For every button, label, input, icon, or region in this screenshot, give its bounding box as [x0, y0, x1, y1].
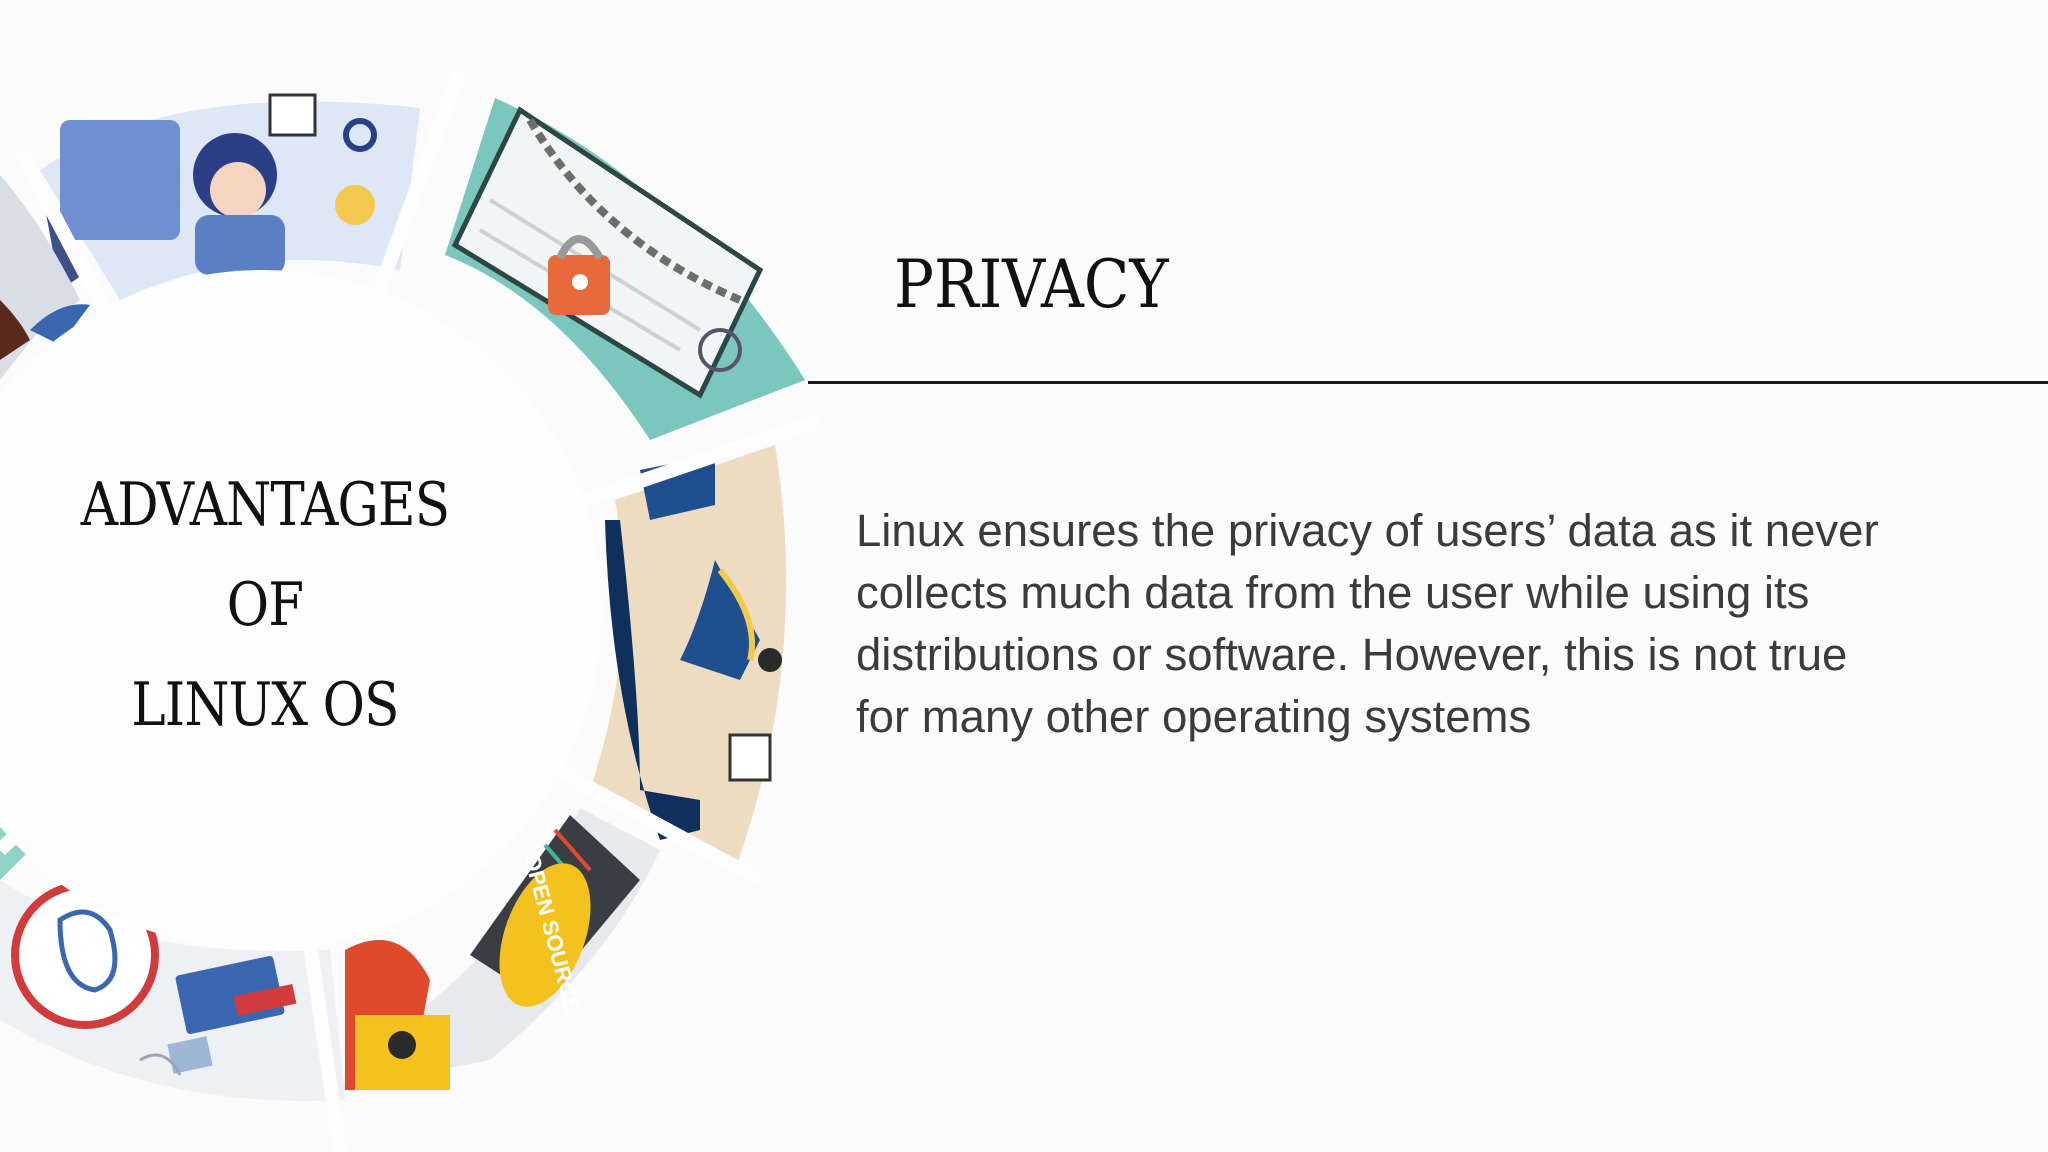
wheel-title: ADVANTAGES OF LINUX OS	[63, 455, 467, 755]
wheel-center	[0, 270, 602, 950]
open-source-illustration: OPEN SOURCE	[340, 808, 660, 1090]
body-line-3: distributions or software. However, this…	[856, 629, 1848, 680]
body-line-2: collects much data from the user while u…	[856, 567, 1810, 618]
image-wheel: OPEN SOURCE	[0, 67, 820, 1152]
workspace-illustration	[40, 93, 420, 301]
heading-divider	[808, 381, 2048, 384]
wheel-title-line-2: OF	[226, 570, 304, 640]
padlock-illustration	[445, 98, 805, 440]
wheel-title-line-1: ADVANTAGES	[80, 470, 450, 540]
wheel-title-line-3: LINUX OS	[131, 670, 399, 740]
body-line-1: Linux ensures the privacy of users’ data…	[856, 505, 1879, 556]
segment-dividers	[0, 67, 820, 1152]
body-line-4: for many other operating systems	[856, 691, 1532, 742]
businessman-illustration	[590, 445, 787, 870]
body-paragraph: Linux ensures the privacy of users’ data…	[856, 500, 2016, 748]
linux-penguin-illustration	[0, 880, 345, 1101]
slide-heading: PRIVACY	[894, 246, 1169, 323]
